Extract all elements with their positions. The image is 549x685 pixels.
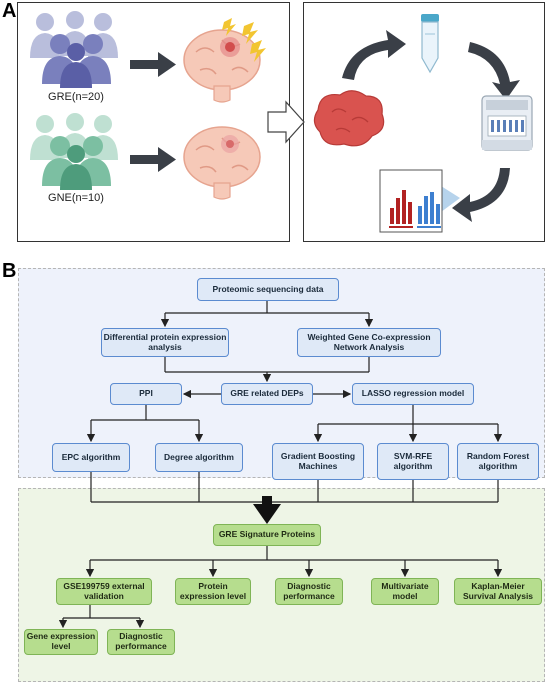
node-differential: Differential protein expression analysis (101, 328, 229, 357)
gre-group-label: GRE(n=20) (48, 91, 104, 103)
tissue-icon (313, 90, 385, 147)
node-diag-perf: Diagnostic performance (275, 578, 343, 605)
sample-tube-icon (421, 14, 439, 74)
node-gene-expr: Gene expression level (24, 629, 98, 655)
node-epc: EPC algorithm (52, 443, 130, 472)
sequencer-icon (481, 95, 533, 151)
node-gbm: Gradient Boosting Machines (272, 443, 364, 480)
node-svm: SVM-RFE algorithm (377, 443, 449, 480)
merge-arrow-icon (253, 496, 281, 524)
node-wgcna: Weighted Gene Co-expression Network Anal… (297, 328, 441, 357)
arrow-right-icon (130, 52, 176, 172)
panel-a-illustration (30, 11, 533, 233)
node-rf: Random Forest algorithm (457, 443, 539, 480)
node-gre-deps: GRE related DEPs (221, 383, 313, 405)
brain-icon (183, 29, 261, 103)
hollow-arrow-icon (267, 100, 305, 144)
node-signature: GRE Signature Proteins (213, 524, 321, 546)
gne-people-icon (30, 113, 118, 190)
node-km: Kaplan-Meier Survival Analysis (454, 578, 542, 605)
node-protein-expr: Protein expression level (175, 578, 251, 605)
gre-people-icon (30, 11, 118, 88)
panel-a-letter: A (2, 0, 17, 22)
node-degree: Degree algorithm (155, 443, 243, 472)
brain-icon-2 (183, 126, 261, 200)
node-gse: GSE199759 external validation (56, 578, 152, 605)
panel-b-letter: B (2, 260, 17, 282)
curved-arrow-icon (342, 30, 520, 222)
gne-group-label: GNE(n=10) (48, 192, 104, 204)
bar-chart-icon (379, 169, 460, 233)
lightning-icon (222, 18, 266, 62)
node-multivariate: Multivariate model (371, 578, 439, 605)
node-diag-perf-2: Diagnostic performance (107, 629, 175, 655)
node-ppi: PPI (110, 383, 182, 405)
node-lasso: LASSO regression model (352, 383, 474, 405)
node-proteomic: Proteomic sequencing data (197, 278, 339, 301)
